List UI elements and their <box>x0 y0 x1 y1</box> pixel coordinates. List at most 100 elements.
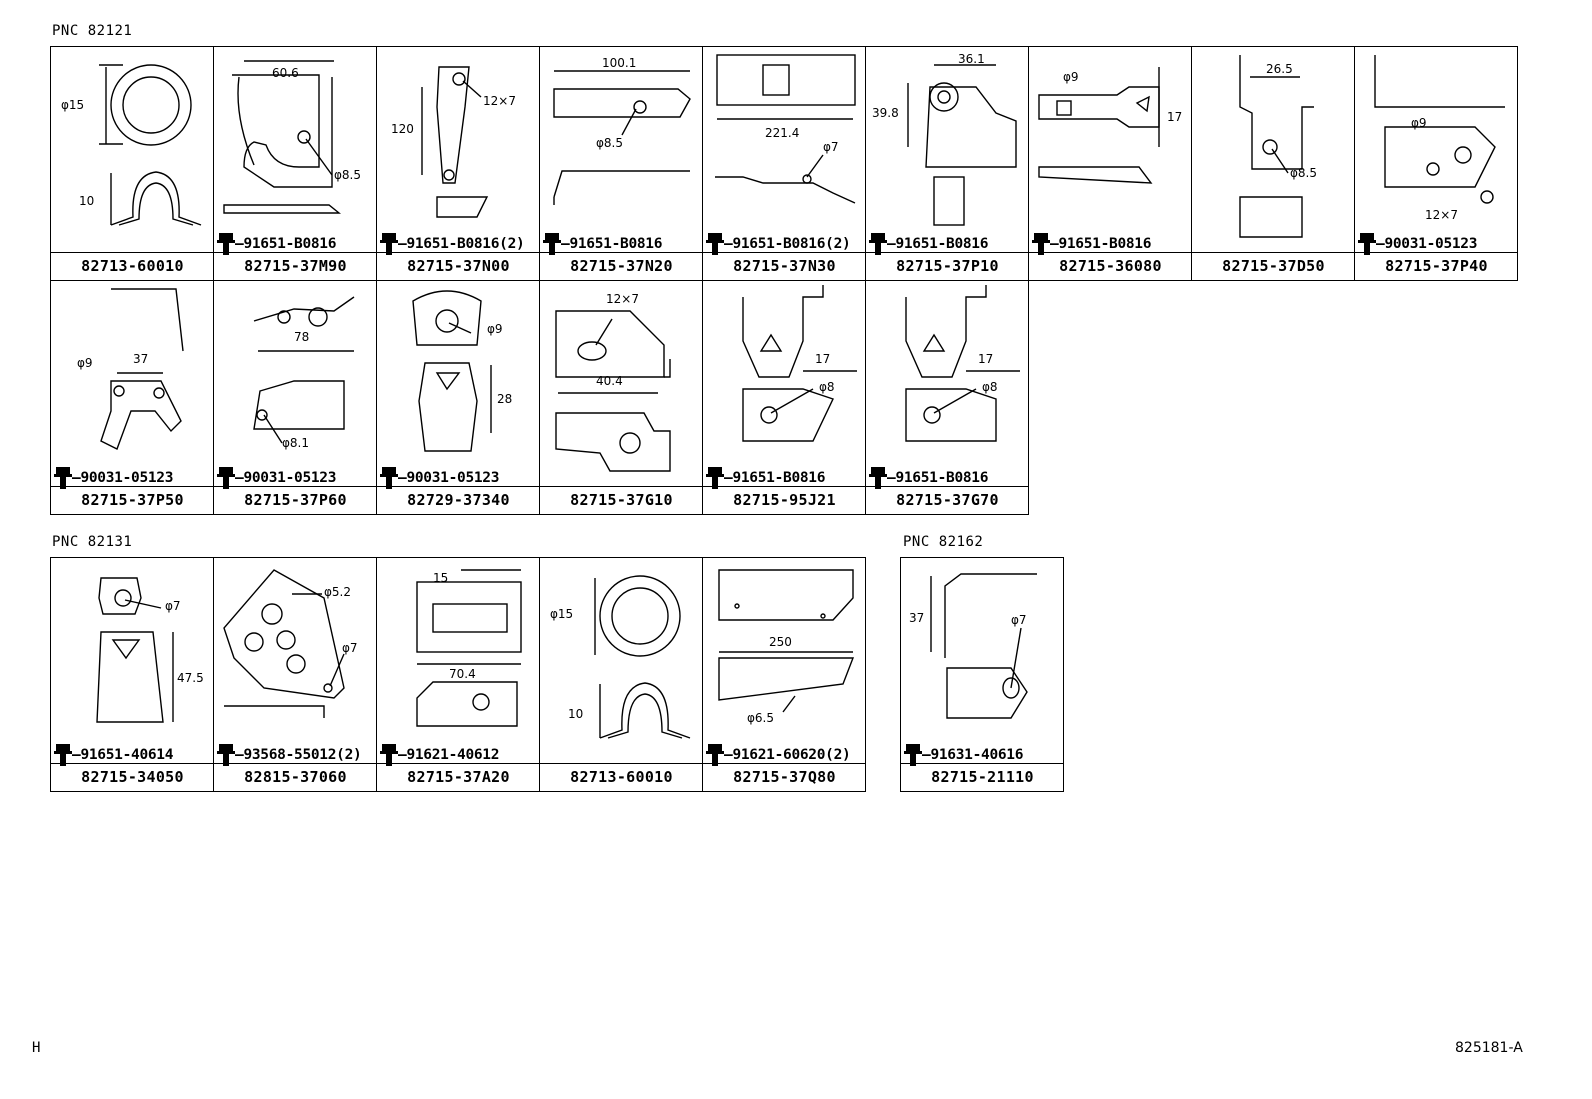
part-number: 82815-37060 <box>214 764 377 792</box>
bolt-callout: —90031-05123 <box>217 467 336 489</box>
bolt-line: — <box>887 470 896 486</box>
bolt-part-number: 91651-40614 <box>80 747 174 763</box>
bolt-part-number: 91651-B0816 <box>895 470 989 486</box>
dimension-label: 100.1 <box>602 56 636 70</box>
bolt-callout: —91651-B0816 <box>543 233 662 255</box>
dimension-label: 40.4 <box>596 374 623 388</box>
dimension-label: φ8.5 <box>1290 166 1317 180</box>
part-number: 82715-37D50 <box>1192 253 1355 281</box>
bolt-part-number: 91651-B0816 <box>243 236 337 252</box>
dimension-label: φ8.5 <box>596 136 623 150</box>
part-diagram-svg: 78 φ8.1 <box>253 296 355 450</box>
part-diagram-svg: 120 12×7 <box>391 66 516 218</box>
part-number: 82715-37P60 <box>214 487 377 515</box>
dimension-label: 47.5 <box>177 671 204 685</box>
part-number: 82715-37N00 <box>377 253 540 281</box>
bolt-line: — <box>398 747 407 763</box>
dimension-label: 250 <box>769 635 792 649</box>
part-number: 82729-37340 <box>377 487 540 515</box>
part-diagram-svg: φ7 47.5 <box>96 577 204 723</box>
bolt-part-number: 91651-B0816 <box>895 236 989 252</box>
bolt-icon <box>904 744 922 766</box>
part-diagram-svg: 250 φ6.5 <box>718 569 855 725</box>
bolt-line: — <box>235 747 244 763</box>
part-diagram-svg: φ15 10 <box>550 575 691 739</box>
part-drawing: φ15 10 <box>540 558 703 764</box>
dimension-label: 60.6 <box>272 66 299 80</box>
bolt-line: — <box>398 236 407 252</box>
dimension-label: 12×7 <box>483 94 516 108</box>
dimension-label: φ8 <box>819 380 835 394</box>
bolt-icon <box>543 233 561 255</box>
part-drawing: 120 12×7 —91651-B0816(2) <box>377 47 540 255</box>
bolt-icon <box>1358 233 1376 255</box>
part-drawing: 37 φ7 —91631-40616 <box>901 558 1064 766</box>
part-drawing: 221.4 φ7—91651-B0816(2) <box>703 47 866 255</box>
part-drawing: 15 70.4 —91621-40612 <box>377 558 540 766</box>
dimension-label: φ15 <box>61 98 84 112</box>
bolt-part-number: 91651-B0816 <box>569 236 663 252</box>
bolt-part-number: 91651-B0816 <box>1058 236 1152 252</box>
dimension-label: 120 <box>391 122 414 136</box>
bolt-icon <box>706 744 724 766</box>
bolt-icon <box>54 744 72 766</box>
bolt-icon <box>217 467 235 489</box>
part-diagram-svg: 100.1 φ8.5 <box>553 56 691 205</box>
bolt-part-number: 90031-05123 <box>406 470 500 486</box>
part-cell: φ15 10 82713-60010 <box>51 47 214 281</box>
part-drawing: φ7 47.5—91651-40614 <box>51 558 214 766</box>
bolt-callout: —91651-B0816(2) <box>380 233 525 255</box>
bolt-part-number: 91651-B0816 <box>732 470 826 486</box>
bolt-line: — <box>1376 236 1385 252</box>
part-diagram-svg: φ9 28 <box>412 290 512 452</box>
bolt-icon <box>217 233 235 255</box>
bolt-part-number: 91631-40616 <box>930 747 1024 763</box>
part-number: 82715-37P40 <box>1355 253 1518 281</box>
dimension-label: 37 <box>133 352 148 366</box>
dimension-label: 10 <box>568 707 583 721</box>
part-number: 82715-37M90 <box>214 253 377 281</box>
part-cell: φ9 17 —91651-B0816 82715-36080 <box>1029 47 1192 281</box>
part-number: 82715-37P10 <box>866 253 1029 281</box>
bolt-part-number: 91651-B0816(2) <box>406 236 525 252</box>
part-diagram-svg: 26.5 φ8.5 <box>1239 55 1317 238</box>
part-number: 82715-37A20 <box>377 764 540 792</box>
bolt-callout: —91651-B0816(2) <box>706 233 851 255</box>
dimension-label: φ8 <box>982 380 998 394</box>
bolt-part-number: 91621-60620(2) <box>732 747 851 763</box>
bolt-callout: —91651-B0816 <box>1032 233 1151 255</box>
dimension-label: 36.1 <box>958 52 985 66</box>
part-number: 82715-37Q80 <box>703 764 866 792</box>
part-diagram-svg: φ9 17 <box>1038 67 1182 184</box>
dimension-label: 26.5 <box>1266 62 1293 76</box>
bolt-icon <box>1032 233 1050 255</box>
dimension-label: 17 <box>978 352 993 366</box>
part-drawing: 12×7 40.4 <box>540 281 703 487</box>
dimension-label: φ7 <box>1011 613 1027 627</box>
part-drawing: φ15 10 <box>51 47 214 253</box>
dimension-label: 70.4 <box>449 667 476 681</box>
dimension-label: 221.4 <box>765 126 799 140</box>
part-drawing: φ9 28—90031-05123 <box>377 281 540 489</box>
part-drawing: φ5.2 φ7 —93568-55012(2) <box>214 558 377 766</box>
dimension-label: φ15 <box>550 607 573 621</box>
bolt-callout: —91651-B0816 <box>869 233 988 255</box>
part-drawing: 36.1 39.8 —91651-B0816 <box>866 47 1029 255</box>
bolt-line: — <box>922 747 931 763</box>
dimension-label: 15 <box>433 571 448 585</box>
part-drawing: 78 φ8.1 —90031-05123 <box>214 281 377 489</box>
part-cell: 12×7 40.4 82715-37G10 <box>540 281 703 515</box>
part-cell: 26.5 φ8.5 82715-37D50 <box>1192 47 1355 281</box>
dimension-label: φ9 <box>487 322 503 336</box>
dimension-label: 37 <box>909 611 924 625</box>
dimension-label: φ8.5 <box>334 168 361 182</box>
diagram-number: 825181-A <box>1455 1040 1523 1056</box>
pnc-label-82121: PNC 82121 <box>52 23 133 39</box>
part-cell: 221.4 φ7—91651-B0816(2) 82715-37N30 <box>703 47 866 281</box>
part-diagram-svg: 12×7 40.4 <box>555 292 671 472</box>
bolt-icon <box>380 744 398 766</box>
part-cell: 17 φ8—91651-B0816 82715-37G70 <box>866 281 1029 515</box>
dimension-label: 12×7 <box>1425 208 1458 222</box>
